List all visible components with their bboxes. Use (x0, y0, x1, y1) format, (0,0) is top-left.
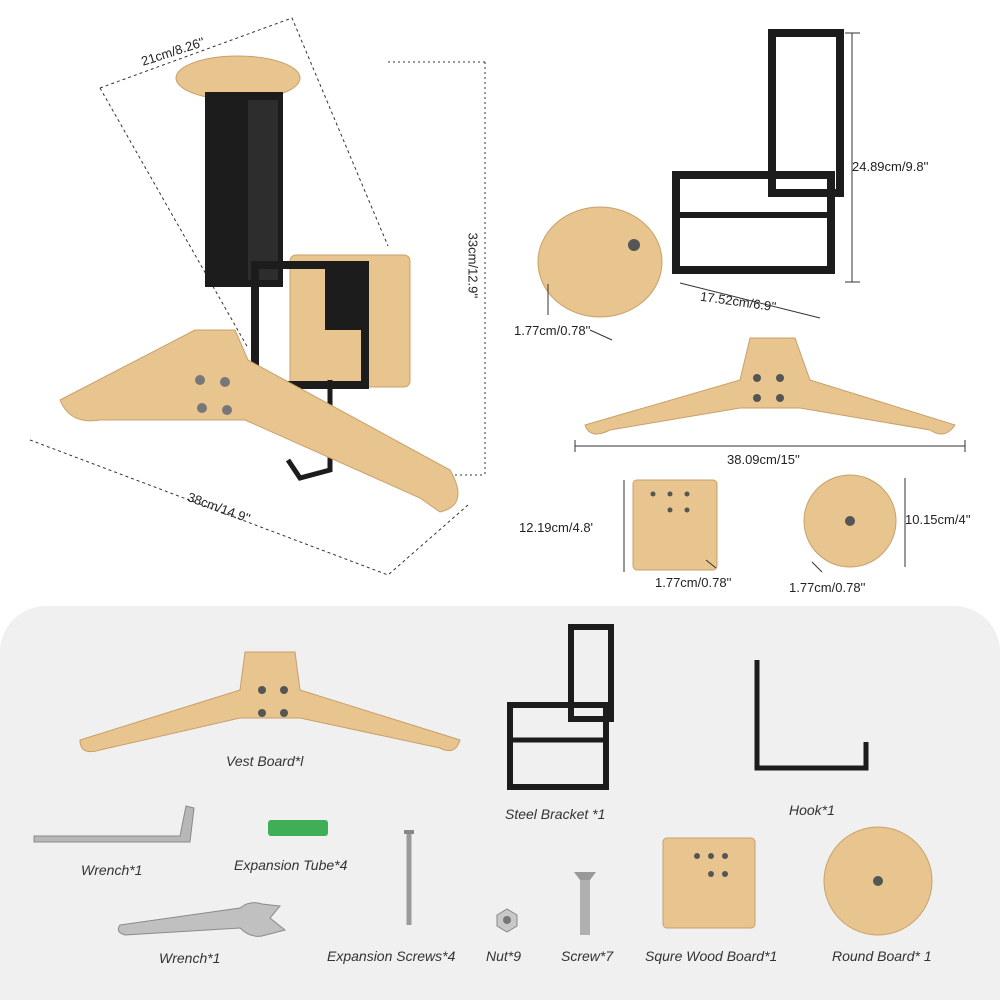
hook-part-label: Hook*1 (789, 802, 835, 818)
vest-board-part-label: Vest Board*l (226, 753, 304, 769)
square-board-part-label: Squre Wood Board*1 (645, 948, 778, 964)
board-thickness-label: 1.77cm/0.78'' (514, 323, 591, 338)
vest-board-length-label: 38.09cm/15'' (727, 452, 800, 467)
expansion-screws-part-label: Expansion Screws*4 (327, 948, 456, 964)
round-board-diameter-label: 10.15cm/4'' (905, 512, 971, 527)
square-board-height-label: 12.19cm/4.8' (519, 520, 594, 535)
flat-wrench-part-label: Wrench*1 (159, 950, 221, 966)
nut-part-label: Nut*9 (486, 948, 522, 964)
screw-part-label: Screw*7 (561, 948, 614, 964)
parts-panel (0, 606, 1000, 1000)
steel-bracket-part-label: Steel Bracket *1 (505, 806, 606, 822)
dimensions-illustration (537, 29, 966, 573)
round-board-part-label: Round Board* 1 (832, 948, 932, 964)
round-board-thickness-label: 1.77cm/0.78'' (789, 580, 866, 595)
assembled-illustration (29, 17, 486, 576)
allen-wrench-part-label: Wrench*1 (81, 862, 143, 878)
square-board-thickness-label: 1.77cm/0.78'' (655, 575, 732, 590)
expansion-tube-part-label: Expansion Tube*4 (234, 857, 348, 873)
bracket-height-label: 24.89cm/9.8'' (852, 159, 929, 174)
